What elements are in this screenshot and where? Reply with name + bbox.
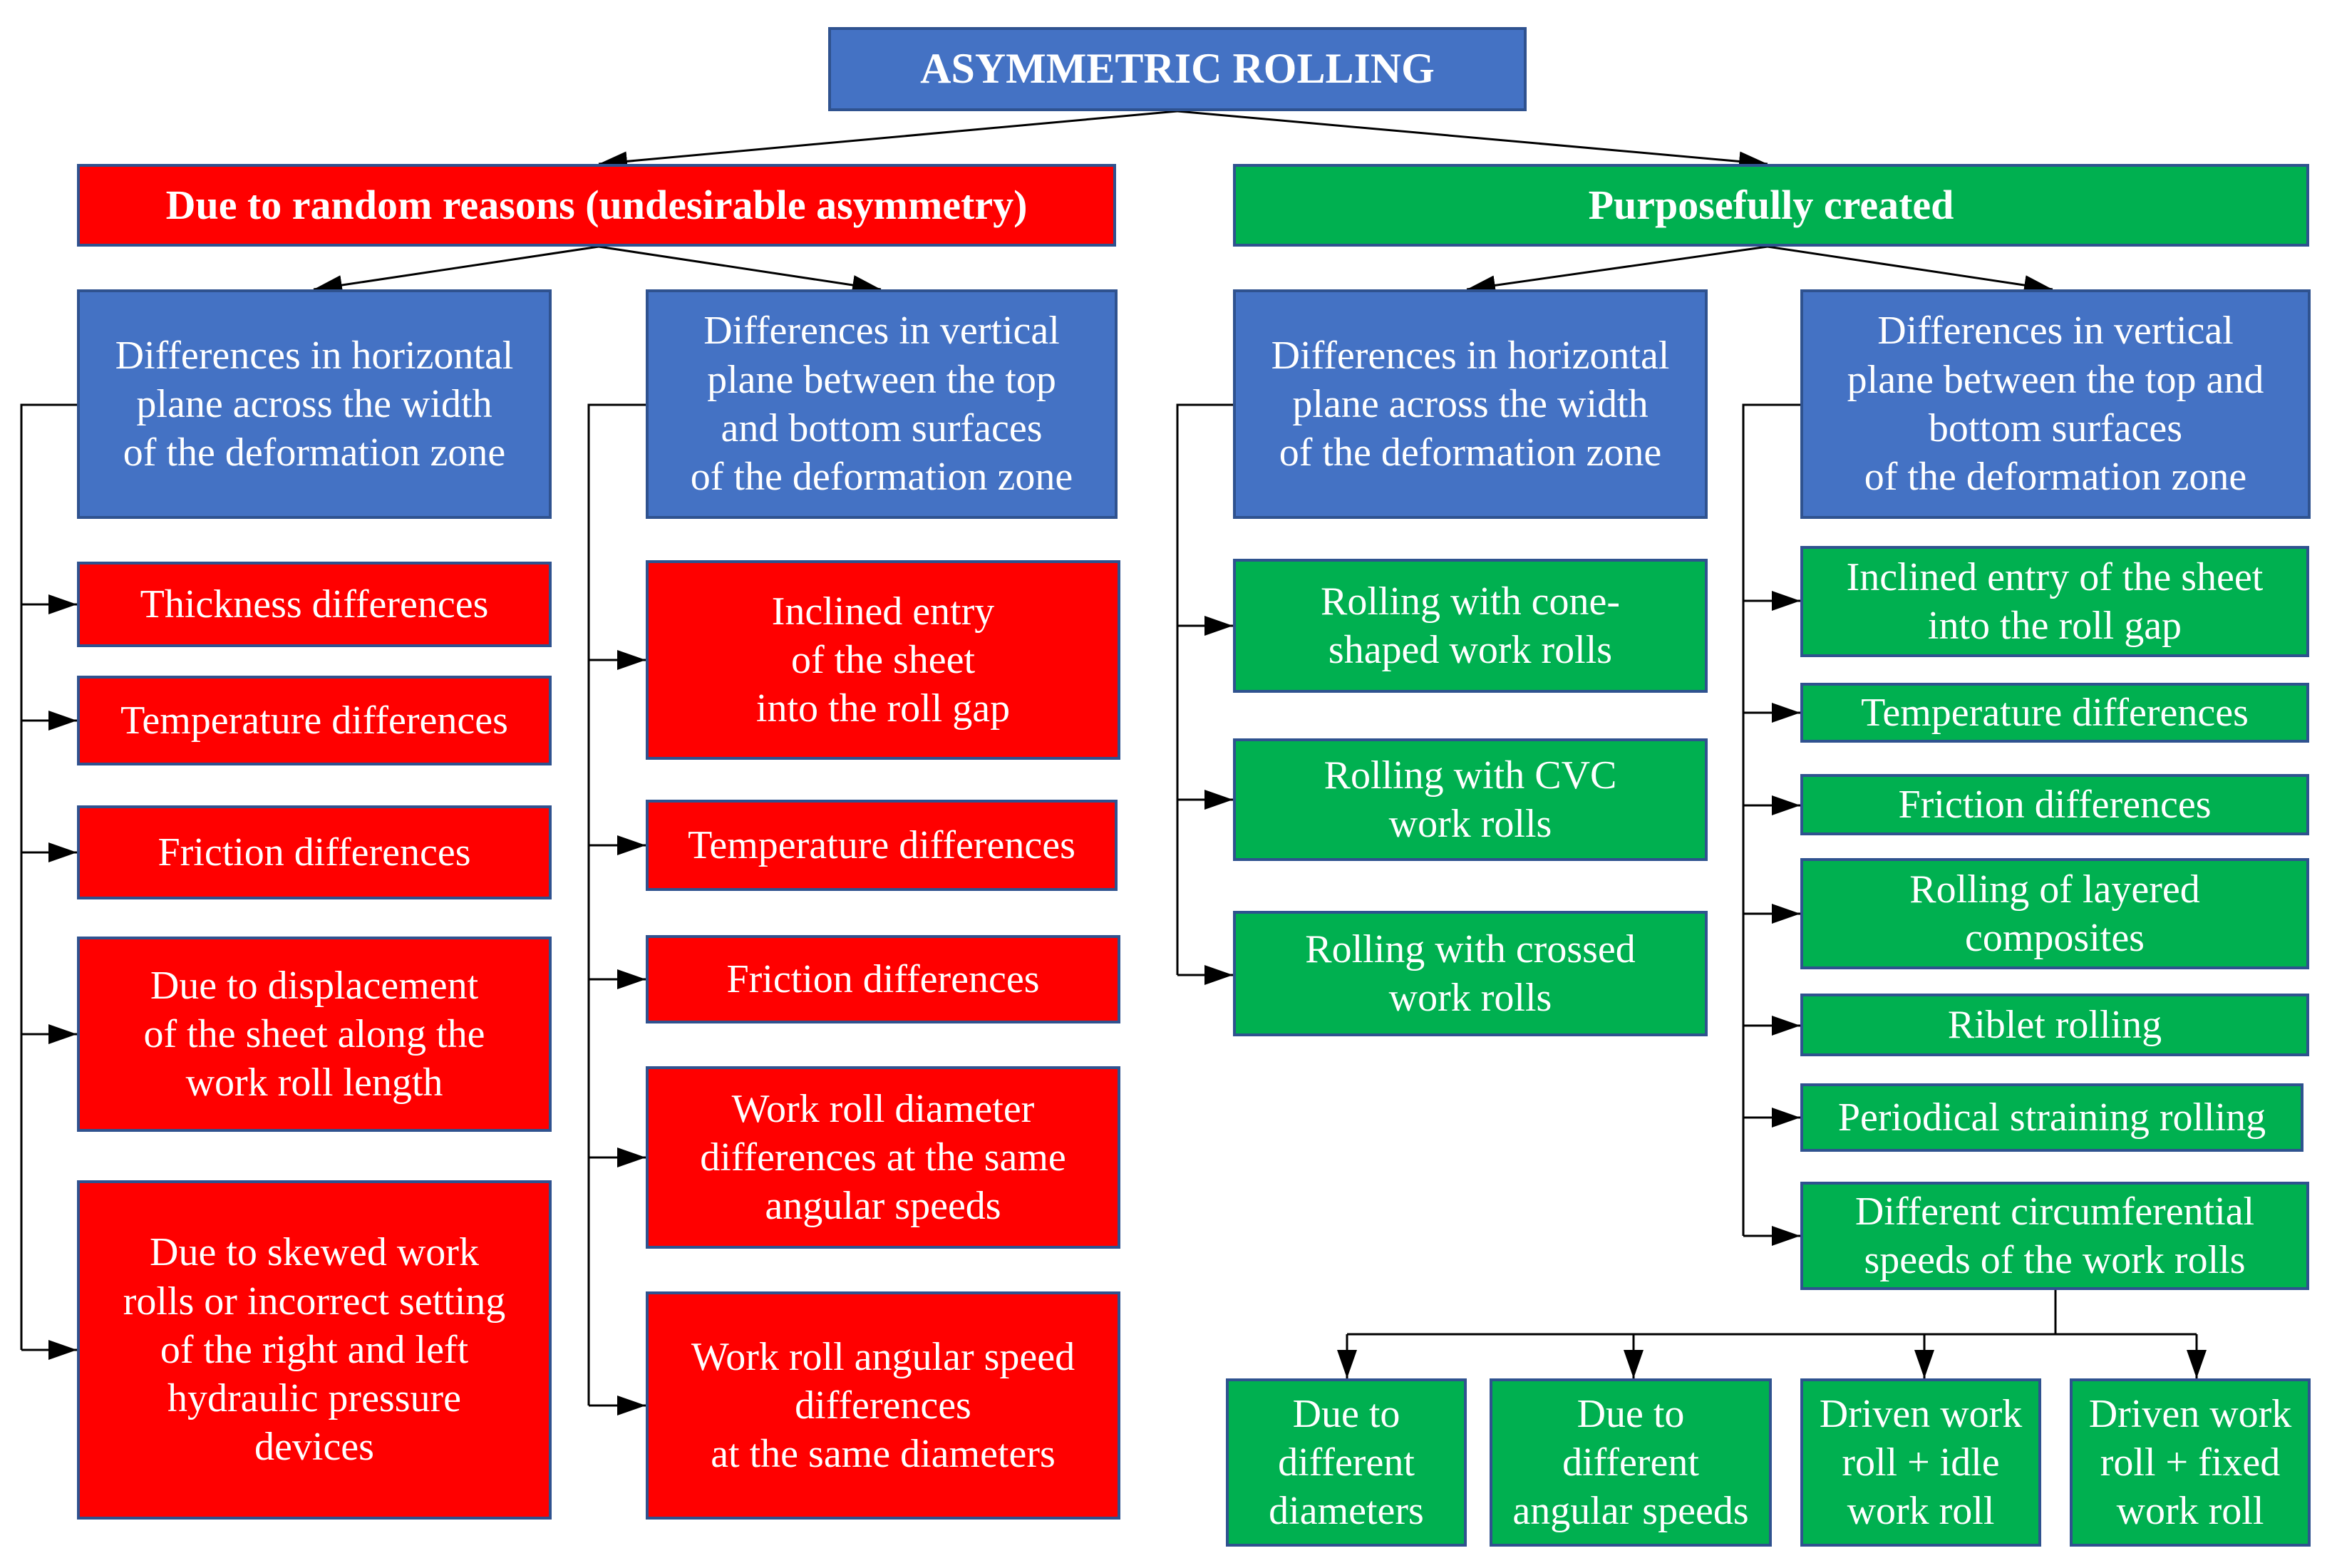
random-horizontal-item-2: Temperature differences xyxy=(77,676,552,765)
link-random-vertical xyxy=(598,245,882,295)
speeds-item-2: Due to different angular speeds xyxy=(1490,1378,1772,1547)
item-label: Work roll angular speed differences at t… xyxy=(691,1334,1075,1477)
purposeful-vertical-label: Differences in vertical plane between th… xyxy=(1847,309,2264,500)
random-horizontal-label: Differences in horizontal plane across t… xyxy=(115,333,514,475)
random-horizontal-item-1: Thickness differences xyxy=(77,562,552,647)
purposefully-created-label: Purposefully created xyxy=(1588,181,1954,228)
item-label: Rolling of layered composites xyxy=(1909,867,2200,960)
link-root-random xyxy=(598,110,1178,172)
purposeful-horizontal-item-2: Rolling with CVC work rolls xyxy=(1233,738,1708,861)
random-reasons-label: Due to random reasons (undesirable asymm… xyxy=(165,181,1028,228)
random-vertical-label: Differences in vertical plane between th… xyxy=(690,309,1073,500)
item-label: Friction differences xyxy=(726,956,1040,1001)
item-label: Due to different angular speeds xyxy=(1512,1391,1749,1534)
purposeful-horizontal-node: Differences in horizontal plane across t… xyxy=(1233,289,1708,519)
speeds-item-1: Due to different diameters xyxy=(1226,1378,1467,1547)
purposeful-horizontal-label: Differences in horizontal plane across t… xyxy=(1271,333,1670,475)
item-label: Rolling with CVC work rolls xyxy=(1324,753,1617,846)
purposefully-created-node: Purposefully created xyxy=(1233,164,2309,247)
item-label: Work roll diameter differences at the sa… xyxy=(700,1086,1066,1229)
random-vertical-item-3: Friction differences xyxy=(646,935,1120,1023)
item-label: Driven work roll + idle work roll xyxy=(1819,1391,2023,1534)
purposeful-vertical-item-7: Different circumferential speeds of the … xyxy=(1800,1182,2309,1290)
item-label: Inclined entry of the sheet into the rol… xyxy=(755,589,1011,731)
item-label: Friction differences xyxy=(158,830,471,875)
purposeful-vertical-item-1: Inclined entry of the sheet into the rol… xyxy=(1800,546,2309,657)
purposeful-vertical-item-3: Friction differences xyxy=(1800,774,2309,835)
root-label: ASYMMETRIC ROLLING xyxy=(920,45,1435,93)
item-label: Driven work roll + fixed work roll xyxy=(2088,1391,2292,1534)
purposeful-horizontal-item-1: Rolling with cone- shaped work rolls xyxy=(1233,559,1708,693)
purposeful-vertical-item-2: Temperature differences xyxy=(1800,683,2309,743)
link-random-horizontal xyxy=(313,245,599,295)
item-label: Due to different diameters xyxy=(1269,1391,1424,1534)
purposeful-vertical-item-5: Riblet rolling xyxy=(1800,994,2309,1056)
random-reasons-node: Due to random reasons (undesirable asymm… xyxy=(77,164,1116,247)
random-horizontal-item-4: Due to displacement of the sheet along t… xyxy=(77,937,552,1132)
link-purposeful-vertical xyxy=(1767,245,2053,295)
item-label: Inclined entry of the sheet into the rol… xyxy=(1846,555,2264,648)
random-vertical-item-2: Temperature differences xyxy=(646,800,1118,891)
link-root-purposeful xyxy=(1177,110,1768,172)
random-vertical-node: Differences in vertical plane between th… xyxy=(646,289,1118,519)
item-label: Temperature differences xyxy=(688,822,1075,867)
item-label: Riblet rolling xyxy=(1947,1002,2162,1047)
purposeful-horizontal-item-3: Rolling with crossed work rolls xyxy=(1233,911,1708,1036)
item-label: Thickness differences xyxy=(140,582,489,626)
random-horizontal-item-3: Friction differences xyxy=(77,805,552,899)
item-label: Due to displacement of the sheet along t… xyxy=(143,963,485,1105)
random-horizontal-node: Differences in horizontal plane across t… xyxy=(77,289,552,519)
item-label: Different circumferential speeds of the … xyxy=(1854,1189,2255,1282)
root-node: ASYMMETRIC ROLLING xyxy=(828,27,1527,111)
speeds-item-4: Driven work roll + fixed work roll xyxy=(2070,1378,2311,1547)
item-label: Temperature differences xyxy=(120,698,508,743)
speeds-item-3: Driven work roll + idle work roll xyxy=(1800,1378,2041,1547)
purposeful-vertical-item-4: Rolling of layered composites xyxy=(1800,858,2309,969)
item-label: Temperature differences xyxy=(1861,690,2249,735)
item-label: Rolling with cone- shaped work rolls xyxy=(1321,579,1620,672)
random-horizontal-item-5: Due to skewed work rolls or incorrect se… xyxy=(77,1180,552,1520)
random-vertical-item-4: Work roll diameter differences at the sa… xyxy=(646,1066,1120,1249)
item-label: Periodical straining rolling xyxy=(1837,1095,2266,1140)
item-label: Friction differences xyxy=(1898,782,2212,827)
random-vertical-item-1: Inclined entry of the sheet into the rol… xyxy=(646,560,1120,760)
random-vertical-item-5: Work roll angular speed differences at t… xyxy=(646,1291,1120,1520)
purposeful-vertical-node: Differences in vertical plane between th… xyxy=(1800,289,2311,519)
purposeful-vertical-item-6: Periodical straining rolling xyxy=(1800,1083,2303,1152)
link-purposeful-horizontal xyxy=(1466,245,1768,296)
item-label: Rolling with crossed work rolls xyxy=(1305,927,1636,1020)
item-label: Due to skewed work rolls or incorrect se… xyxy=(123,1230,506,1470)
